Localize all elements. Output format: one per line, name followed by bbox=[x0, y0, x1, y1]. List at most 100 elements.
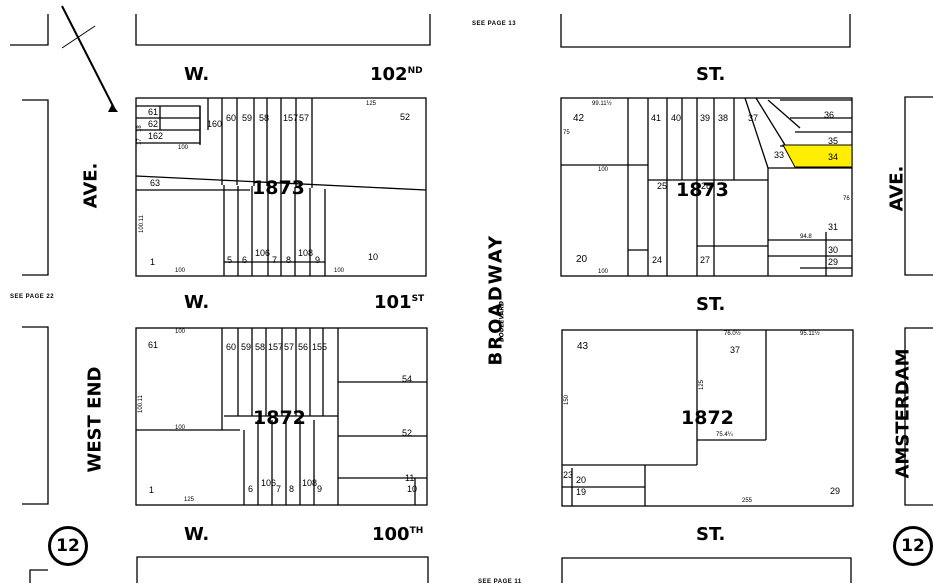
lot-bl[interactable]: 52 bbox=[402, 428, 413, 438]
lot-bl[interactable]: 56 bbox=[298, 342, 309, 352]
lot-bl[interactable]: 9 bbox=[317, 484, 323, 494]
lot-bl[interactable]: 157 bbox=[268, 342, 284, 352]
w100-suffix: ST. bbox=[696, 524, 726, 545]
lot-tl[interactable]: 60 bbox=[226, 113, 237, 123]
dim-tr: 100 bbox=[598, 167, 609, 173]
lot-bl[interactable]: 11 bbox=[405, 473, 415, 483]
w102-suffix: ST. bbox=[696, 64, 726, 85]
lot-tr[interactable]: 33 bbox=[774, 150, 785, 160]
bottom-left-tick bbox=[29, 569, 48, 583]
lot-bl[interactable]: 10 bbox=[407, 484, 418, 494]
lot-bl[interactable]: 1 bbox=[149, 485, 155, 495]
lot-tr[interactable]: 36 bbox=[824, 110, 835, 120]
w101-suffix: ST. bbox=[696, 294, 726, 315]
lot-tr[interactable]: 25 bbox=[657, 181, 668, 191]
lot-tl[interactable]: 59 bbox=[242, 113, 253, 123]
dim-tl: 125 bbox=[366, 101, 377, 107]
lot-tl[interactable]: 108 bbox=[298, 248, 314, 258]
lot-br[interactable]: 19 bbox=[576, 487, 587, 497]
dim-bl: 100.11 bbox=[138, 395, 144, 413]
lot-tr[interactable]: 27 bbox=[700, 255, 711, 265]
lot-tl[interactable]: 160 bbox=[207, 119, 223, 129]
lot-tr[interactable]: 31 bbox=[828, 222, 839, 232]
lot-tl[interactable]: 157 bbox=[283, 113, 299, 123]
lot-tl[interactable]: 63 bbox=[150, 178, 161, 188]
lot-tl[interactable]: 9 bbox=[315, 255, 321, 265]
w101-prefix: W. bbox=[184, 292, 210, 313]
lot-tl[interactable]: 58 bbox=[259, 113, 270, 123]
w100-name: 100TH bbox=[372, 524, 424, 545]
section-circle-right[interactable]: 12 bbox=[893, 526, 933, 566]
block-number-bottom-left: 1872 bbox=[253, 407, 306, 429]
lot-tr[interactable]: 39 bbox=[700, 113, 711, 123]
lot-tl[interactable]: 5 bbox=[227, 255, 233, 265]
lot-tl[interactable]: 61 bbox=[148, 107, 159, 117]
lot-tl[interactable]: 57 bbox=[299, 113, 310, 123]
lot-bl[interactable]: 54 bbox=[402, 374, 413, 384]
lot-tr[interactable]: 38 bbox=[718, 113, 729, 123]
lot-tr[interactable]: 40 bbox=[671, 113, 682, 123]
highlighted-lot bbox=[782, 144, 853, 168]
west-end-label: WEST END bbox=[84, 366, 106, 473]
lot-tl[interactable]: 1 bbox=[150, 257, 156, 267]
lot-br[interactable]: 20 bbox=[576, 475, 587, 485]
dim-bl: 125 bbox=[184, 497, 195, 503]
dim-br: 125 bbox=[699, 379, 705, 390]
lot-tl[interactable]: 6 bbox=[242, 255, 248, 265]
lot-bl[interactable]: 106 bbox=[261, 478, 277, 488]
lot-tl[interactable]: 7 bbox=[272, 255, 278, 265]
lot-tr[interactable]: 41 bbox=[651, 113, 662, 123]
lot-bl[interactable]: 61 bbox=[148, 340, 159, 350]
lot-tr[interactable]: 42 bbox=[573, 113, 585, 124]
lot-tr[interactable]: 24 bbox=[652, 255, 663, 265]
right-ave-label: AVE. bbox=[886, 165, 908, 212]
lot-bl[interactable]: 57 bbox=[284, 342, 295, 352]
lot-tr[interactable]: 37 bbox=[748, 113, 759, 123]
lot-bl[interactable]: 108 bbox=[302, 478, 318, 488]
lot-tl[interactable]: 62 bbox=[148, 119, 159, 129]
dim-tr: 100 bbox=[598, 269, 609, 275]
lot-bl[interactable]: 155 bbox=[312, 342, 328, 352]
dim-br: 95.11½ bbox=[800, 331, 820, 337]
lot-tr[interactable]: 35 bbox=[828, 136, 839, 146]
lot-tl[interactable]: 8 bbox=[286, 255, 292, 265]
section-circle-left[interactable]: 12 bbox=[48, 526, 88, 566]
lot-bl[interactable]: 59 bbox=[241, 342, 252, 352]
dim-tr: 76 bbox=[843, 196, 850, 202]
block-number-top-left: 1873 bbox=[252, 177, 305, 199]
lot-br[interactable]: 37 bbox=[730, 345, 741, 355]
lot-tr[interactable]: 20 bbox=[576, 254, 588, 265]
lot-br[interactable]: 29 bbox=[830, 486, 841, 496]
lot-bl[interactable]: 6 bbox=[248, 484, 254, 494]
lot-tl[interactable]: 18 bbox=[137, 125, 143, 132]
lot-tr[interactable]: 30 bbox=[828, 245, 839, 255]
lot-bl[interactable]: 60 bbox=[226, 342, 237, 352]
lot-br[interactable]: 43 bbox=[577, 341, 589, 352]
dim-tr: 99.11½ bbox=[592, 101, 612, 107]
lot-tl[interactable]: 17 bbox=[137, 138, 143, 145]
see-page-top[interactable]: SEE PAGE 13 bbox=[472, 21, 517, 27]
lot-tr[interactable]: 34 bbox=[828, 152, 839, 162]
see-page-left[interactable]: SEE PAGE 22 bbox=[10, 294, 55, 300]
left-ave-label: AVE. bbox=[80, 162, 102, 209]
top-right-partial-block bbox=[560, 14, 851, 48]
left-edge-bracket-bottom bbox=[22, 326, 49, 505]
lot-tl[interactable]: 106 bbox=[255, 248, 271, 258]
w100-prefix: W. bbox=[184, 524, 210, 545]
lot-tl[interactable]: 10 bbox=[368, 252, 379, 262]
lot-tl[interactable]: 52 bbox=[400, 112, 411, 122]
dim-br: 75.4¼ bbox=[716, 432, 733, 438]
north-arrow-head bbox=[108, 104, 118, 112]
dim-tr: 94.8 bbox=[800, 234, 812, 240]
lot-bl[interactable]: 58 bbox=[255, 342, 266, 352]
lot-br[interactable]: 23 bbox=[563, 470, 574, 480]
lot-bl[interactable]: 8 bbox=[289, 484, 295, 494]
lot-bl[interactable]: 7 bbox=[276, 484, 282, 494]
dim-bl: 100 bbox=[175, 425, 186, 431]
lot-tl[interactable]: 162 bbox=[148, 131, 164, 141]
see-page-bottom[interactable]: SEE PAGE 11 bbox=[478, 579, 522, 585]
lot-tr[interactable]: 29 bbox=[828, 257, 839, 267]
bottom-left-partial-block bbox=[136, 556, 429, 583]
lot-tr[interactable]: 26 bbox=[701, 181, 712, 191]
dim-tl: 100 bbox=[334, 268, 345, 274]
